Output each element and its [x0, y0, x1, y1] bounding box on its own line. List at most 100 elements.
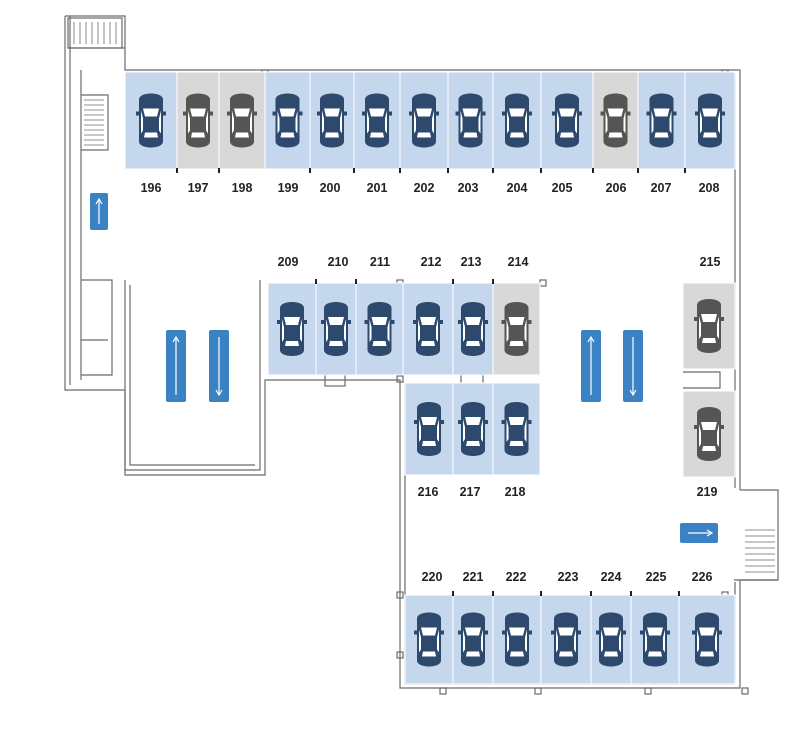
parking-spot-210[interactable]: 210: [315, 255, 357, 376]
parking-spot-224[interactable]: 224: [590, 570, 632, 685]
parking-spot-202[interactable]: 202: [399, 71, 449, 195]
parking-spot-number: 217: [460, 485, 481, 499]
arrow-up-icon: [581, 330, 601, 402]
parking-spot-number: 201: [367, 181, 388, 195]
parking-spot-201[interactable]: 201: [353, 71, 401, 195]
parking-spot-211[interactable]: 211: [355, 255, 404, 376]
car-top-view-icon: [321, 302, 351, 356]
parking-spot-207[interactable]: 207: [637, 71, 686, 195]
car-top-view-icon: [551, 612, 581, 667]
arrow-up-icon: [166, 330, 186, 402]
parking-spot-number: 223: [558, 570, 579, 584]
car-top-view-icon: [458, 612, 488, 667]
car-top-view-icon: [502, 612, 532, 667]
parking-spot-number: 219: [697, 485, 718, 499]
parking-spot-215[interactable]: 215: [682, 255, 736, 370]
parking-spot-number: 207: [651, 181, 672, 195]
car-top-view-icon: [552, 93, 582, 148]
parking-spot-number: 202: [414, 181, 435, 195]
parking-spot-number: 198: [232, 181, 253, 195]
parking-spot-212[interactable]: 212: [402, 255, 454, 376]
car-top-view-icon: [692, 612, 722, 667]
parking-spot-204[interactable]: 204: [492, 71, 542, 195]
parking-spot-number: 214: [508, 255, 529, 269]
parking-spot-223[interactable]: 223: [540, 570, 592, 685]
parking-spot-number: 216: [418, 485, 439, 499]
parking-spot-number: 211: [370, 255, 390, 269]
parking-spot-number: 205: [552, 181, 573, 195]
parking-spot-199[interactable]: 199: [264, 71, 311, 195]
parking-spot-225[interactable]: 225: [630, 570, 680, 685]
car-top-view-icon: [458, 402, 488, 456]
parking-spot-197[interactable]: 197: [176, 71, 220, 195]
car-top-view-icon: [362, 93, 392, 148]
car-top-view-icon: [183, 93, 213, 148]
car-top-view-icon: [596, 612, 626, 667]
car-top-view-icon: [501, 402, 532, 456]
parking-spot-number: 204: [507, 181, 528, 195]
car-top-view-icon: [694, 299, 724, 353]
traffic-direction-arrows: [90, 193, 718, 543]
parking-spot-206[interactable]: 206: [592, 71, 639, 195]
stairs-icon: [73, 22, 775, 573]
parking-spot-220[interactable]: 220: [404, 570, 454, 685]
parking-spot-number: 203: [458, 181, 479, 195]
parking-spot-number: 196: [141, 181, 162, 195]
parking-spot-208[interactable]: 208: [684, 71, 736, 195]
parking-spot-226[interactable]: 226: [678, 570, 736, 685]
car-top-view-icon: [502, 93, 532, 148]
car-top-view-icon: [646, 93, 677, 148]
parking-spot-213[interactable]: 213: [452, 255, 494, 376]
parking-spot-221[interactable]: 221: [452, 570, 494, 685]
arrow-down-icon: [209, 330, 229, 402]
parking-spot-number: 225: [646, 570, 667, 584]
car-top-view-icon: [640, 612, 670, 667]
car-top-view-icon: [501, 302, 532, 356]
parking-spot-number: 206: [606, 181, 627, 195]
car-top-view-icon: [277, 302, 307, 356]
parking-spot-218[interactable]: 218: [492, 382, 541, 499]
car-top-view-icon: [414, 612, 444, 667]
parking-spot-number: 221: [463, 570, 484, 584]
parking-spot-222[interactable]: 222: [492, 570, 542, 685]
parking-spot-196[interactable]: 196: [124, 71, 178, 195]
parking-spot-198[interactable]: 198: [218, 71, 266, 195]
parking-spot-number: 212: [421, 255, 442, 269]
parking-spot-number: 215: [700, 255, 721, 269]
arrow-up-icon: [90, 193, 108, 230]
car-top-view-icon: [409, 93, 439, 148]
parking-spot-209[interactable]: 209: [267, 255, 317, 376]
parking-spot-200[interactable]: 200: [309, 71, 355, 195]
arrow-down-icon: [623, 330, 643, 402]
parking-spot-number: 226: [692, 570, 713, 584]
arrow-right-icon: [680, 523, 718, 543]
parking-spot-number: 209: [278, 255, 299, 269]
parking-spot-number: 224: [601, 570, 622, 584]
car-top-view-icon: [413, 302, 443, 356]
car-top-view-icon: [227, 93, 257, 148]
parking-spot-217[interactable]: 217: [452, 382, 494, 499]
car-top-view-icon: [317, 93, 347, 148]
parking-spot-number: 197: [188, 181, 209, 195]
car-top-view-icon: [694, 407, 724, 461]
car-top-view-icon: [455, 93, 486, 148]
car-top-view-icon: [272, 93, 303, 148]
car-top-view-icon: [600, 93, 631, 148]
parking-spot-214[interactable]: 214: [492, 255, 541, 376]
car-top-view-icon: [414, 402, 444, 456]
parking-spot-number: 213: [461, 255, 482, 269]
car-top-view-icon: [458, 302, 488, 356]
car-top-view-icon: [136, 93, 166, 148]
parking-spot-number: 200: [320, 181, 341, 195]
parking-spot-219[interactable]: 219: [682, 390, 736, 499]
parking-spot-number: 199: [278, 181, 299, 195]
parking-spot-bay[interactable]: [492, 282, 541, 376]
car-top-view-icon: [364, 302, 395, 356]
parking-spot-number: 218: [505, 485, 526, 499]
parking-spot-number: 208: [699, 181, 720, 195]
parking-spot-205[interactable]: 205: [540, 71, 594, 195]
parking-spot-216[interactable]: 216: [404, 382, 454, 499]
parking-spot-203[interactable]: 203: [447, 71, 494, 195]
parking-spot-number: 220: [422, 570, 443, 584]
